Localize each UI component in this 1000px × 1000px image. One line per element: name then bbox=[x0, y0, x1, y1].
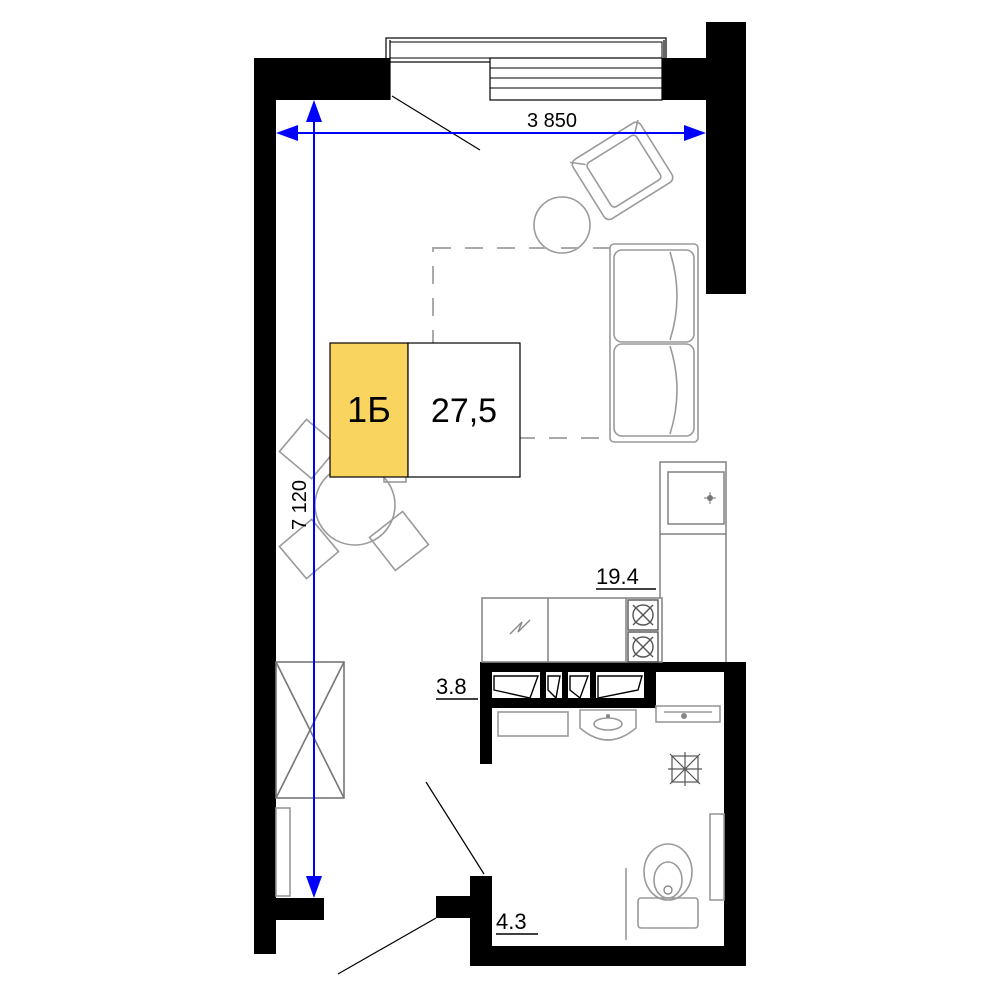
toilet-icon bbox=[637, 843, 699, 929]
arrow-right-icon bbox=[684, 125, 706, 141]
wall-top-right bbox=[662, 58, 746, 100]
floor-drain-icon bbox=[668, 752, 702, 786]
unit-badge: 1Б 27,5 bbox=[329, 342, 521, 478]
towel-rail-icon bbox=[709, 813, 725, 901]
arrow-up-icon bbox=[306, 100, 322, 122]
partition-top bbox=[480, 662, 746, 672]
unit-code: 1Б bbox=[347, 389, 391, 430]
wall-door-jamb bbox=[436, 896, 492, 918]
closet-divider-3 bbox=[590, 662, 596, 708]
sofa-icon bbox=[609, 243, 699, 443]
kitchen-sink-icon bbox=[659, 461, 727, 535]
width-dimension-label: 3 850 bbox=[527, 110, 577, 132]
arrow-down-icon bbox=[306, 876, 322, 898]
balcony-door-swing bbox=[391, 95, 481, 151]
wall-right-lower bbox=[724, 662, 746, 966]
bath-door-swing bbox=[425, 781, 485, 875]
partition-mid bbox=[644, 662, 656, 708]
fridge-icon bbox=[509, 619, 531, 635]
unit-total-area: 27,5 bbox=[431, 392, 497, 430]
kitchen-counter-icon bbox=[481, 534, 727, 663]
furniture bbox=[275, 119, 727, 940]
wall-bottom-left bbox=[254, 898, 324, 920]
unit-code-box bbox=[329, 342, 409, 478]
armchair-icon bbox=[569, 119, 674, 221]
balcony bbox=[385, 37, 667, 151]
coffee-table-icon bbox=[533, 196, 591, 254]
unit-area-box bbox=[407, 342, 521, 478]
washbasin-icon bbox=[579, 709, 637, 741]
room-area-hall: 3.8 bbox=[436, 674, 467, 699]
dimensions: 3 850 7 120 bbox=[276, 100, 706, 898]
arrow-left-icon bbox=[276, 125, 298, 141]
room-area-bathroom: 4.3 bbox=[496, 909, 527, 934]
wall-bottom bbox=[470, 946, 746, 966]
closet-divider-1 bbox=[540, 662, 546, 708]
closet-divider-2 bbox=[562, 662, 568, 708]
wardrobe-icon bbox=[275, 661, 345, 799]
height-dimension-label: 7 120 bbox=[289, 480, 311, 530]
bench-icon bbox=[497, 711, 569, 737]
shelf-icon bbox=[275, 807, 291, 897]
bath-sink-icon bbox=[655, 705, 721, 723]
stove-icon bbox=[627, 599, 659, 663]
wall-bath-left bbox=[470, 876, 492, 966]
wall-left bbox=[254, 58, 276, 954]
entry-door-swing bbox=[337, 917, 437, 975]
partition-left bbox=[480, 662, 492, 764]
room-area-living: 19.4 bbox=[596, 564, 639, 589]
wall-top-left bbox=[254, 58, 390, 100]
walls bbox=[254, 22, 746, 966]
closet-doors bbox=[493, 675, 643, 700]
room-area-labels: 19.4 3.8 4.3 bbox=[436, 564, 656, 935]
